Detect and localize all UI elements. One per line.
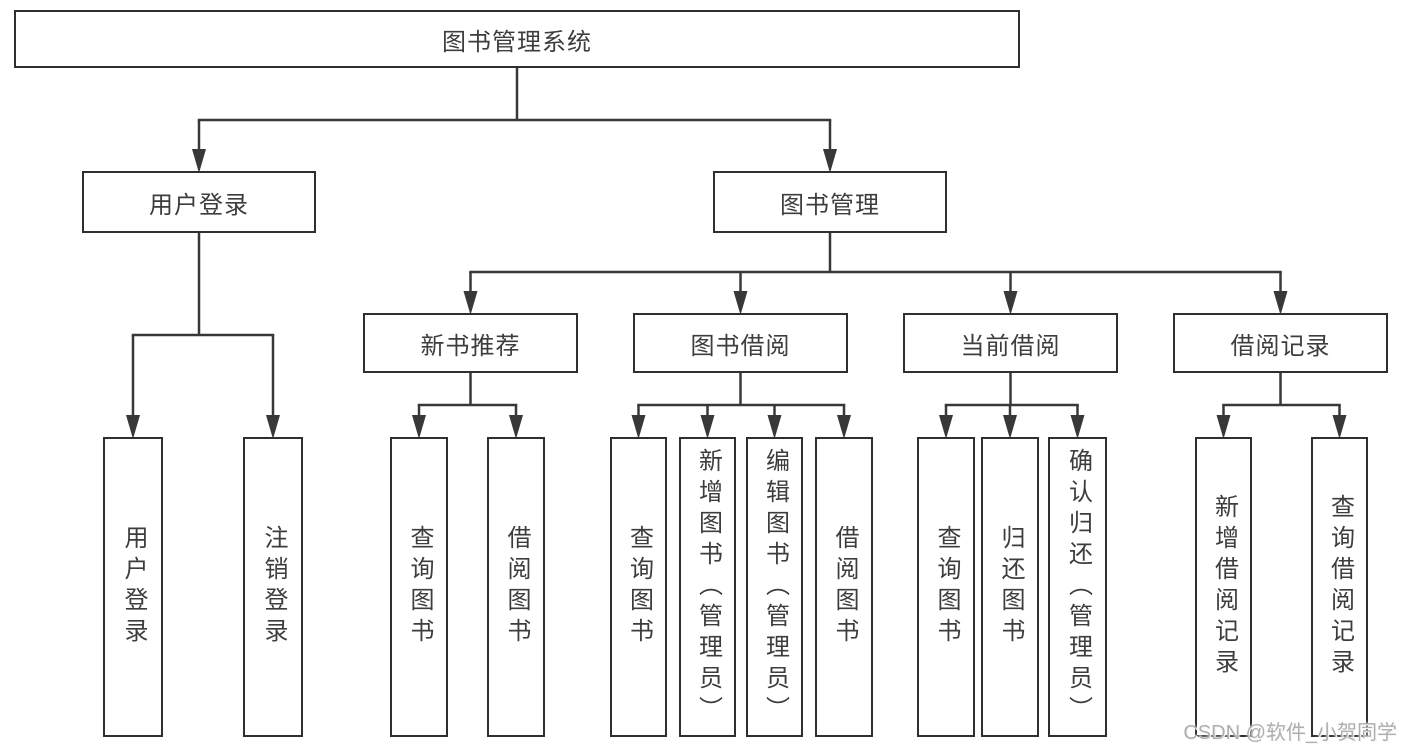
node-new-book-rec: 新书推荐 bbox=[363, 313, 578, 373]
node-label: 查询图书 bbox=[406, 525, 433, 649]
node-label: 查询图书 bbox=[625, 525, 653, 649]
arrowhead-icon bbox=[1332, 415, 1347, 439]
arrowhead-icon bbox=[1273, 291, 1288, 315]
arrowhead-icon bbox=[837, 415, 851, 439]
arrowhead-icon bbox=[1070, 415, 1085, 439]
arrowhead-icon bbox=[767, 415, 782, 439]
node-leaf-cb-query: 查询图书 bbox=[917, 437, 975, 737]
arrowhead-icon bbox=[126, 415, 140, 439]
node-label: 查询图书 bbox=[933, 525, 960, 649]
node-label: 借阅记录 bbox=[1230, 332, 1331, 360]
arrowhead-icon bbox=[939, 415, 953, 439]
node-label: 编辑图书（管理员） bbox=[761, 447, 789, 727]
node-label: 查询借阅记录 bbox=[1326, 494, 1354, 680]
node-user-login: 用户登录 bbox=[82, 171, 316, 233]
arrowhead-icon bbox=[700, 415, 715, 439]
arrowhead-icon bbox=[733, 291, 748, 315]
node-leaf-logout: 注销登录 bbox=[243, 437, 303, 737]
node-leaf-cb-return: 归还图书 bbox=[981, 437, 1039, 737]
arrowhead-icon bbox=[463, 291, 478, 315]
node-leaf-bb-add: 新增图书（管理员） bbox=[679, 437, 736, 737]
arrowhead-icon bbox=[1003, 291, 1018, 315]
node-label: 图书管理 bbox=[780, 191, 880, 219]
node-root: 图书管理系统 bbox=[14, 10, 1020, 68]
node-label: 注销登录 bbox=[260, 525, 287, 649]
node-label: 图书借阅 bbox=[690, 332, 791, 360]
node-leaf-br-add: 新增借阅记录 bbox=[1195, 437, 1252, 737]
node-leaf-br-query: 查询借阅记录 bbox=[1311, 437, 1368, 737]
node-label: 新增图书（管理员） bbox=[694, 447, 722, 727]
node-label: 用户登录 bbox=[149, 191, 249, 219]
node-label: 借阅图书 bbox=[831, 525, 858, 649]
arrowhead-icon bbox=[631, 415, 646, 439]
node-label: 当前借阅 bbox=[960, 332, 1061, 360]
node-label: 借阅图书 bbox=[503, 525, 530, 649]
arrowhead-icon bbox=[266, 415, 280, 439]
node-label: 归还图书 bbox=[997, 525, 1024, 649]
node-borrow-record: 借阅记录 bbox=[1173, 313, 1388, 373]
arrowhead-icon bbox=[192, 149, 206, 173]
node-leaf-cb-confirm: 确认归还（管理员） bbox=[1048, 437, 1107, 737]
node-label: 确认归还（管理员） bbox=[1064, 447, 1092, 727]
node-label: 图书管理系统 bbox=[442, 28, 592, 56]
node-leaf-nbr-borrow: 借阅图书 bbox=[487, 437, 545, 737]
node-label: 用户登录 bbox=[120, 525, 147, 649]
node-book-borrow: 图书借阅 bbox=[633, 313, 848, 373]
node-book-mgmt: 图书管理 bbox=[713, 171, 947, 233]
arrowhead-icon bbox=[412, 415, 426, 439]
arrowhead-icon bbox=[1003, 415, 1017, 439]
node-leaf-bb-edit: 编辑图书（管理员） bbox=[746, 437, 803, 737]
node-current-borrow: 当前借阅 bbox=[903, 313, 1118, 373]
node-leaf-bb-borrow: 借阅图书 bbox=[815, 437, 873, 737]
watermark: CSDN @软件_小贺同学 bbox=[1183, 722, 1397, 744]
node-leaf-nbr-query: 查询图书 bbox=[390, 437, 448, 737]
arrowhead-icon bbox=[823, 149, 837, 173]
arrowhead-icon bbox=[1216, 415, 1231, 439]
node-label: 新增借阅记录 bbox=[1210, 494, 1238, 680]
node-leaf-user-login: 用户登录 bbox=[103, 437, 163, 737]
arrowhead-icon bbox=[509, 415, 523, 439]
node-leaf-bb-query: 查询图书 bbox=[610, 437, 667, 737]
node-label: 新书推荐 bbox=[420, 332, 521, 360]
